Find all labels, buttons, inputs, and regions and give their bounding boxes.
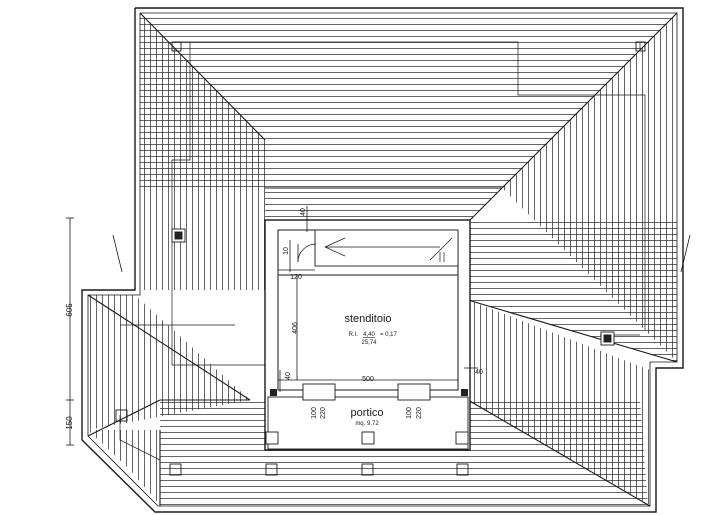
stair — [314, 229, 459, 267]
roof-slope-east-mid — [468, 220, 677, 362]
dim-40-right: 40 — [475, 369, 483, 376]
downpipe-s4 — [456, 463, 469, 476]
ri-prefix: R.I. — [349, 332, 359, 338]
dim-40-top: 40 — [300, 208, 307, 216]
dimension-lines — [66, 206, 691, 446]
roof-slopes — [88, 13, 677, 505]
dim-100-b: 100 — [406, 407, 413, 419]
roof-outline — [81, 7, 684, 513]
downpipe-s3 — [361, 463, 374, 476]
room-name: stenditoio — [344, 313, 391, 325]
dim-120: 120 — [290, 274, 302, 281]
roof-slope-southeast — [468, 300, 650, 505]
dim-605: 605 — [65, 303, 74, 317]
downpipe-sw — [115, 409, 128, 422]
porch-area: mq. 9,72 — [355, 421, 379, 427]
roof-slope-lower-west — [88, 430, 160, 505]
dim-150: 150 — [65, 416, 74, 430]
downpipe-s1 — [169, 463, 182, 476]
dim-10: 10 — [283, 247, 290, 255]
downpipe-nw — [171, 41, 182, 52]
room-block — [264, 219, 471, 451]
hip-lines — [87, 12, 678, 507]
ri-result: = 0,17 — [380, 332, 398, 338]
dim-406: 406 — [292, 322, 299, 334]
dim-500: 500 — [362, 376, 374, 383]
roof-slope-west — [140, 13, 265, 290]
labels: stenditoio R.I. 4,40 = 0,17 25,74 portic… — [65, 208, 483, 430]
dim-220-b: 220 — [416, 407, 423, 419]
gutter-lines — [119, 41, 646, 461]
roof-slope-north — [140, 13, 677, 188]
ri-denominator: 25,74 — [361, 340, 377, 346]
dim-100-a: 100 — [311, 407, 318, 419]
roof-slope-southwest — [88, 295, 250, 430]
roof-slope-center — [265, 188, 502, 220]
ri-numerator: 4,40 — [363, 332, 375, 338]
downpipe-ne — [635, 41, 646, 52]
downpipe-s2 — [265, 463, 278, 476]
downpipe-markers — [115, 41, 646, 476]
dim-220-a: 220 — [320, 407, 327, 419]
dim-40-left: 40 — [285, 372, 292, 380]
porch-name: portico — [350, 407, 383, 419]
